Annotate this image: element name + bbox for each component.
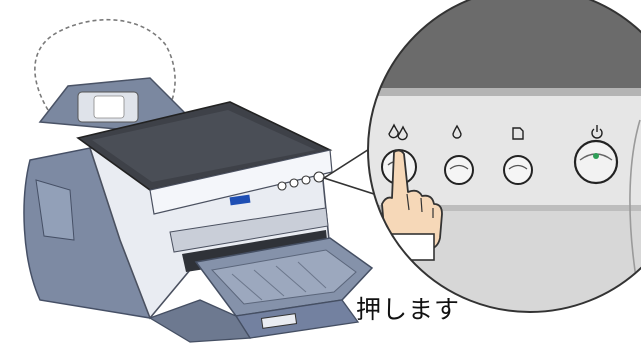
- ink-drop-icon: [452, 124, 462, 139]
- panel-top-band: [368, 0, 641, 90]
- paper-button[interactable]: [503, 127, 533, 185]
- magnified-control-panel: [368, 0, 641, 312]
- ink-drops-icon: [388, 123, 408, 141]
- power-led: [593, 153, 599, 159]
- power-button[interactable]: [573, 125, 619, 185]
- printer-logo: [229, 194, 251, 206]
- magnifier-ring: [367, 0, 641, 313]
- printer-panel-buttons: [277, 171, 325, 191]
- printer: [23, 18, 374, 343]
- instruction-caption: 押します: [356, 295, 461, 324]
- paper-icon: [512, 127, 524, 140]
- power-icon: [591, 125, 603, 139]
- ink-button[interactable]: [444, 124, 474, 185]
- paper-support-outline: [34, 18, 176, 111]
